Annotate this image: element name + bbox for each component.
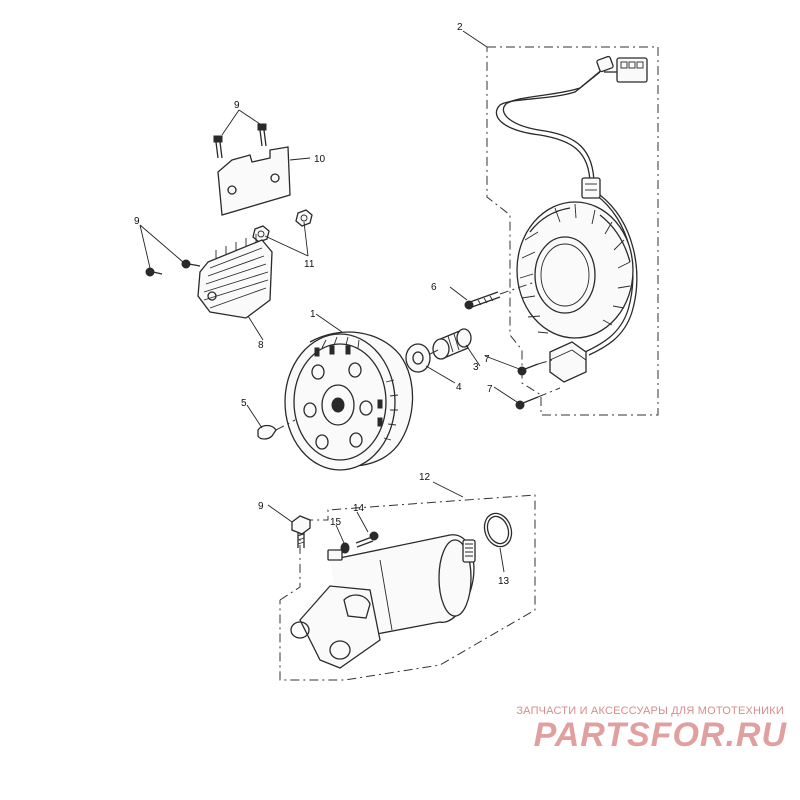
callout-8: 8 [258, 340, 264, 351]
bolt-9-top-left [213, 135, 223, 159]
flywheel-rotor [284, 331, 414, 471]
callout-labels: 2 9 10 9 11 6 1 8 7 3 4 7 5 12 9 14 15 1… [134, 22, 510, 587]
nut-11-upper [295, 209, 313, 227]
bolt-9-top-right [257, 123, 267, 147]
screw-9-left-lower [145, 267, 163, 277]
regulator-rectifier-8 [197, 234, 273, 319]
washer-15 [340, 542, 350, 554]
callout-5: 5 [241, 398, 247, 409]
bolt-9-starter [291, 515, 311, 548]
callout-4: 4 [456, 382, 462, 393]
callout-15: 15 [330, 517, 342, 528]
callout-1: 1 [310, 309, 316, 320]
callout-6: 6 [431, 282, 437, 293]
starter-assembly-boundary [279, 494, 536, 681]
callout-9-left: 9 [134, 216, 140, 227]
callout-14: 14 [353, 503, 365, 514]
shaft-collar-3 [432, 328, 472, 360]
washer-4 [405, 343, 439, 373]
callout-2: 2 [457, 22, 463, 33]
callout-7-lower: 7 [487, 384, 493, 395]
callout-12: 12 [419, 472, 431, 483]
bracket-10 [217, 146, 291, 216]
screw-7-upper [517, 359, 553, 376]
leader-lines [139, 30, 523, 573]
callout-9-top: 9 [234, 100, 240, 111]
nut-11-lower [252, 225, 270, 243]
screw-7-lower [515, 387, 561, 410]
screw-9-left-upper [181, 259, 201, 269]
callout-7-upper: 7 [484, 354, 490, 365]
watermark-logo: PARTSFOR.RU [533, 716, 787, 754]
starter-motor [290, 534, 476, 669]
o-ring-13 [483, 512, 513, 548]
callout-9-starter: 9 [258, 501, 264, 512]
stator-coil [516, 201, 634, 339]
callout-13: 13 [498, 576, 510, 587]
callout-3: 3 [473, 362, 479, 373]
callout-10: 10 [314, 154, 326, 165]
pickup-coil [549, 341, 587, 383]
watermark-tagline: ЗАПЧАСТИ И АКСЕССУАРЫ ДЛЯ МОТОТЕХНИКИ [516, 705, 784, 717]
callout-11: 11 [304, 259, 315, 270]
stator-wiring-harness [495, 55, 648, 356]
stator-assembly-boundary [486, 46, 659, 416]
bolt-6 [464, 281, 536, 310]
woodruff-key-5 [257, 419, 296, 440]
screw-14 [355, 531, 379, 548]
